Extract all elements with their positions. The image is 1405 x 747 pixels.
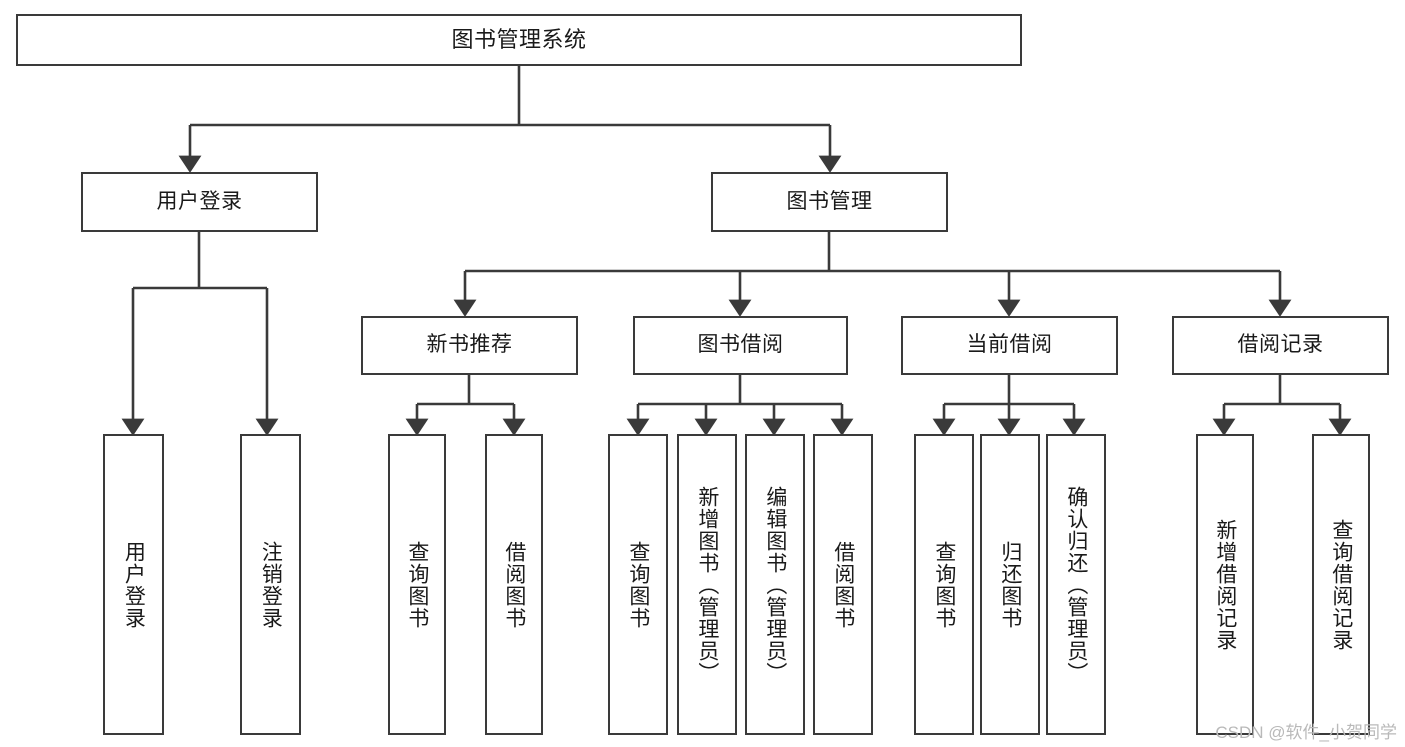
node-leaf-borrow-book-rec[interactable]: 借阅图书	[485, 434, 543, 735]
node-leaf-user-login[interactable]: 用户登录	[103, 434, 164, 735]
node-leaf-query-borrow-record-label: 查询借阅记录	[1329, 518, 1353, 651]
node-leaf-confirm-return-admin[interactable]: 确认归还（管理员）	[1046, 434, 1106, 735]
node-leaf-borrow-book-label: 借阅图书	[831, 540, 855, 629]
node-leaf-query-book-borrow-label: 查询图书	[626, 540, 650, 629]
node-root[interactable]: 图书管理系统	[16, 14, 1022, 66]
node-leaf-borrow-book-rec-label: 借阅图书	[502, 540, 526, 629]
node-new-book-rec[interactable]: 新书推荐	[361, 316, 578, 375]
node-leaf-add-borrow-record[interactable]: 新增借阅记录	[1196, 434, 1254, 735]
node-book-borrow-label: 图书借阅	[697, 333, 784, 357]
node-leaf-borrow-book[interactable]: 借阅图书	[813, 434, 873, 735]
node-leaf-logout[interactable]: 注销登录	[240, 434, 301, 735]
node-leaf-query-book-current[interactable]: 查询图书	[914, 434, 974, 735]
node-leaf-confirm-return-admin-label: 确认归还（管理员）	[1064, 485, 1088, 684]
node-user-login[interactable]: 用户登录	[81, 172, 318, 232]
node-book-manage-label: 图书管理	[786, 189, 873, 213]
node-leaf-edit-book-admin-label: 编辑图书（管理员）	[763, 485, 787, 684]
node-leaf-query-book-rec[interactable]: 查询图书	[388, 434, 446, 735]
node-leaf-return-book-label: 归还图书	[998, 540, 1022, 629]
node-borrow-record-label: 借阅记录	[1237, 333, 1324, 357]
node-leaf-query-book-current-label: 查询图书	[932, 540, 956, 629]
node-leaf-query-borrow-record[interactable]: 查询借阅记录	[1312, 434, 1370, 735]
node-leaf-add-book-admin-label: 新增图书（管理员）	[695, 485, 719, 684]
node-root-label: 图书管理系统	[451, 27, 587, 53]
node-leaf-add-book-admin[interactable]: 新增图书（管理员）	[677, 434, 737, 735]
node-book-manage[interactable]: 图书管理	[711, 172, 948, 232]
node-current-borrow[interactable]: 当前借阅	[901, 316, 1118, 375]
node-leaf-add-borrow-record-label: 新增借阅记录	[1213, 518, 1237, 651]
node-leaf-query-book-borrow[interactable]: 查询图书	[608, 434, 668, 735]
node-borrow-record[interactable]: 借阅记录	[1172, 316, 1389, 375]
node-leaf-user-login-label: 用户登录	[122, 540, 146, 629]
node-book-borrow[interactable]: 图书借阅	[633, 316, 848, 375]
node-leaf-return-book[interactable]: 归还图书	[980, 434, 1040, 735]
node-leaf-edit-book-admin[interactable]: 编辑图书（管理员）	[745, 434, 805, 735]
csdn-watermark: CSDN @软件_小贺同学	[1215, 723, 1397, 742]
node-user-login-label: 用户登录	[156, 189, 243, 213]
node-leaf-logout-label: 注销登录	[259, 540, 283, 629]
node-new-book-rec-label: 新书推荐	[426, 333, 513, 357]
node-current-borrow-label: 当前借阅	[966, 333, 1053, 357]
node-leaf-query-book-rec-label: 查询图书	[405, 540, 429, 629]
